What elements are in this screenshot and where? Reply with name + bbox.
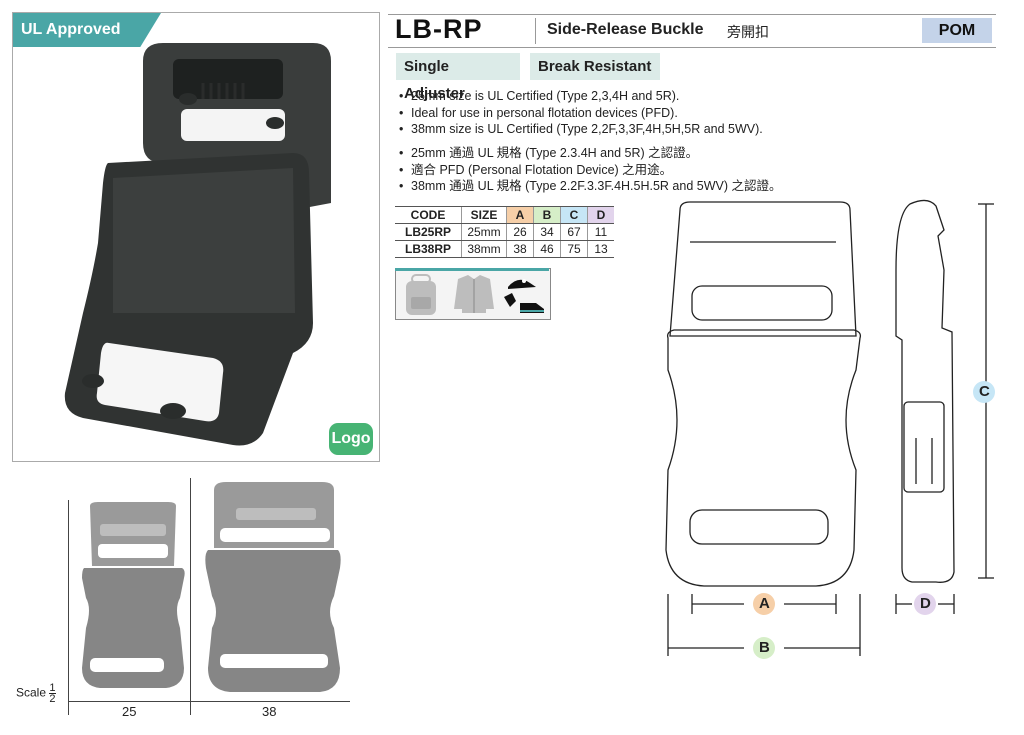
front-slot-top [691,285,833,321]
product-photo-panel: UL Approved Logo [12,12,380,462]
notes-chinese: 25mm 通過 UL 規格 (Type 2.3.4H and 5R) 之認證。 … [396,145,836,195]
product-name: Side-Release Buckle [547,21,704,38]
side-view [895,199,955,583]
dim-b-label: B [759,639,770,656]
note-item: 適合 PFD (Personal Flotation Device) 之用途。 [396,162,836,179]
jacket-icon [454,275,494,313]
front-slot-bottom [689,509,829,545]
note-item: Ideal for use in personal flotation devi… [396,105,836,122]
notes-english: 25mm size is UL Certified (Type 2,3,4H a… [396,88,836,138]
logo-badge: Logo [329,423,373,455]
note-item: 38mm size is UL Certified (Type 2,2F,3,3… [396,121,836,138]
technical-drawing [665,199,995,659]
silhouette-38mm [205,482,341,692]
scale-axis-left [68,500,69,715]
dim-b-marker [753,637,775,659]
cell-a: 26 [506,223,534,241]
header-divider [535,18,536,44]
col-d: D [587,206,614,224]
dim-a-label: A [759,595,770,612]
cell-b: 46 [533,240,561,258]
dim-c-marker [973,381,995,403]
cell-c: 67 [560,223,588,241]
scale-fraction-den: 2 [49,693,56,705]
cell-size: 25mm [461,223,507,241]
col-code: CODE [395,206,462,224]
backpack-icon [406,274,436,315]
scale-fraction-num: 1 [49,682,56,694]
cell-a: 38 [506,240,534,258]
dim-c-label: C [979,383,990,400]
cell-b: 34 [533,223,561,241]
cell-d: 13 [587,240,614,258]
size-label-38: 38 [262,704,277,719]
product-name-cn: 旁開扣 [727,24,769,40]
feature-tag-single-adjuster: Single Adjuster [396,53,520,102]
usage-icons-accent [395,268,549,271]
spec-table-header: CODE SIZE A B C D [395,206,614,224]
scale-axis-divider [190,478,191,715]
note-item: 25mm size is UL Certified (Type 2,3,4H a… [396,88,836,105]
product-code: LB-RP [395,14,483,44]
scale-axis-bottom [68,701,350,702]
scale-text: Scale [16,685,47,700]
dim-d-marker [914,593,936,615]
spec-table: CODE SIZE A B C D LB25RP 25mm 26 34 67 1… [395,206,614,258]
front-view-body [665,329,862,587]
size-label-25: 25 [122,704,137,719]
col-a: A [506,206,534,224]
cell-d: 11 [587,223,614,241]
header-rule-top [388,14,996,15]
note-item: 38mm 通過 UL 規格 (Type 2.2F.3.3F.4H.5H.5R a… [396,178,836,195]
cell-code: LB38RP [395,240,462,258]
cell-c: 75 [560,240,588,258]
silhouette-25mm [82,502,185,688]
cap-glove-shoe-icon [504,279,544,313]
feature-tag-break-resistant: Break Resistant [530,53,660,80]
col-size: SIZE [461,206,507,224]
front-view-top [669,201,857,337]
buckle-photo [64,43,331,446]
scale-label: Scale 1 2 [16,682,56,705]
scale-fraction: 1 2 [49,682,56,705]
col-b: B [533,206,561,224]
cell-size: 38mm [461,240,507,258]
usage-icons-box [395,268,551,320]
note-item: 25mm 通過 UL 規格 (Type 2.3.4H and 5R) 之認證。 [396,145,836,162]
dim-d-label: D [920,595,931,612]
scale-silhouettes [82,482,341,692]
cell-code: LB25RP [395,223,462,241]
dim-a-marker [753,593,775,615]
col-c: C [560,206,588,224]
material-badge: POM [922,18,992,43]
table-row: LB38RP 38mm 38 46 75 13 [395,240,614,258]
ul-approved-badge: UL Approved [13,13,161,47]
header-rule-bottom [388,47,996,48]
table-row: LB25RP 25mm 26 34 67 11 [395,223,614,241]
